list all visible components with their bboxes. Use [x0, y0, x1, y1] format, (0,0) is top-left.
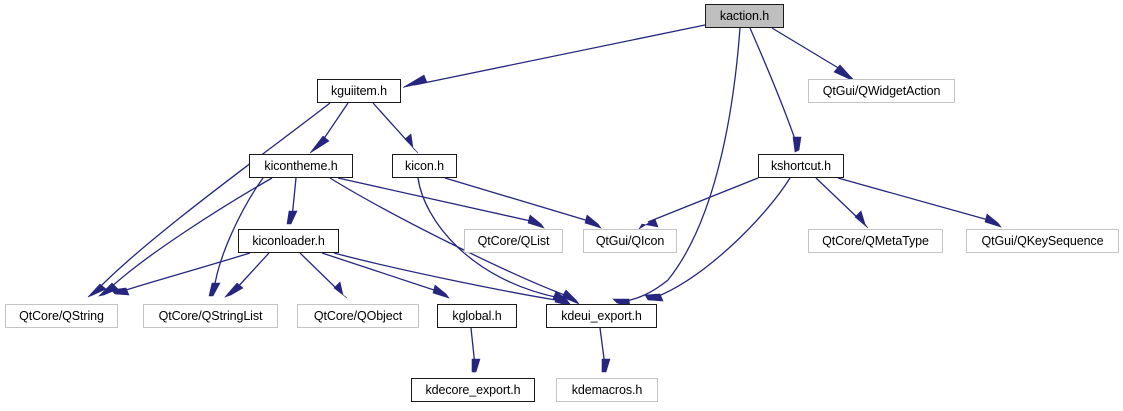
node-label: kicon.h — [405, 158, 444, 173]
node-kaction[interactable]: kaction.h — [705, 4, 784, 28]
edge-kshortcut-to-qkeysequence — [837, 177, 1002, 228]
edge-kguiitem-to-kicontheme — [309, 102, 349, 154]
edge-kiconloader-to-qstring — [110, 252, 251, 296]
node-label: QtCore/QString — [19, 308, 104, 323]
edge-kglobal-to-kdecore-export — [470, 327, 481, 373]
edge-kdeui-export-to-kdemacros — [599, 327, 611, 373]
node-qmetatype[interactable]: QtCore/QMetaType — [808, 229, 943, 253]
node-kdemacros[interactable]: kdemacros.h — [556, 378, 658, 402]
edge-kaction-to-kshortcut — [749, 27, 802, 153]
node-qkeysequence[interactable]: QtGui/QKeySequence — [966, 229, 1119, 253]
node-qobject[interactable]: QtCore/QObject — [297, 304, 419, 328]
node-label: QtCore/QList — [477, 233, 550, 248]
edge-kaction-to-qwidgetaction — [771, 27, 857, 83]
edge-kaction-to-kguiitem — [402, 24, 706, 88]
node-label: kguiitem.h — [331, 83, 387, 98]
node-kguiitem[interactable]: kguiitem.h — [317, 79, 401, 103]
node-qstringlist[interactable]: QtCore/QStringList — [143, 304, 278, 328]
node-kicontheme[interactable]: kicontheme.h — [249, 154, 353, 178]
node-label: QtCore/QStringList — [158, 308, 263, 323]
node-label: kglobal.h — [452, 308, 502, 323]
node-label: QtGui/QIcon — [595, 233, 665, 248]
edge-kicontheme-to-kiconloader — [286, 177, 298, 225]
node-kshortcut[interactable]: kshortcut.h — [758, 154, 844, 178]
node-label: QtGui/QKeySequence — [981, 233, 1104, 248]
node-label: kaction.h — [719, 8, 770, 23]
edge-kaction-to-kdeui-export — [612, 27, 741, 308]
node-label: QtCore/QMetaType — [822, 233, 929, 248]
node-label: kiconloader.h — [252, 233, 325, 248]
node-kdecore_export[interactable]: kdecore_export.h — [411, 378, 535, 402]
node-qlist[interactable]: QtCore/QList — [464, 229, 563, 253]
node-label: kdecore_export.h — [425, 382, 521, 397]
node-label: QtCore/QObject — [313, 308, 403, 323]
node-label: kshortcut.h — [770, 158, 832, 173]
edge-kiconloader-to-qobject — [299, 252, 348, 299]
edge-kiconloader-to-kglobal — [321, 252, 450, 299]
edge-kguiitem-to-kicon — [372, 102, 419, 154]
edge-kshortcut-to-kdeui-export — [644, 177, 791, 302]
edge-kicon-to-qicon — [444, 177, 602, 229]
node-kiconloader[interactable]: kiconloader.h — [238, 229, 339, 253]
node-label: kdeui_export.h — [561, 308, 642, 323]
node-label: kdemacros.h — [571, 382, 643, 397]
edge-kiconloader-to-kdeui-export — [333, 252, 572, 307]
edge-kshortcut-to-qicon — [638, 177, 759, 230]
node-label: QtGui/QWidgetAction — [822, 83, 941, 98]
node-label: kicontheme.h — [264, 158, 338, 173]
edge-kguiitem-to-qstring — [87, 102, 331, 298]
node-kicon[interactable]: kicon.h — [392, 154, 457, 178]
edge-kicontheme-to-qstringlist — [208, 177, 264, 297]
edge-kicontheme-to-qlist — [337, 177, 545, 229]
node-kdeui_export[interactable]: kdeui_export.h — [546, 304, 657, 328]
node-qwidgetaction[interactable]: QtGui/QWidgetAction — [808, 79, 955, 103]
edge-kiconloader-to-qstringlist — [224, 252, 270, 298]
edge-kshortcut-to-qmetatype — [815, 177, 869, 229]
node-kglobal[interactable]: kglobal.h — [437, 304, 517, 328]
node-qicon[interactable]: QtGui/QIcon — [583, 229, 677, 253]
node-qstring[interactable]: QtCore/QString — [5, 304, 118, 328]
